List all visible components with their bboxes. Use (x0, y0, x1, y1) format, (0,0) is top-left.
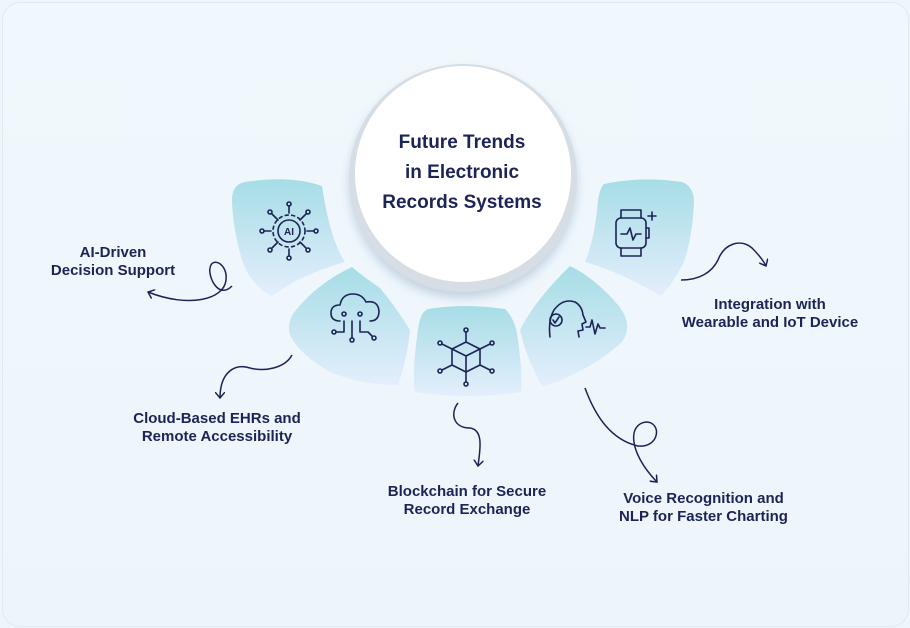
label-cloud-based-ehrs: Cloud-Based EHRs and Remote Accessibilit… (133, 410, 301, 445)
smartwatch-icon (615, 209, 657, 257)
center-title: Future Trends in Electronic Records Syst… (382, 132, 542, 213)
label-ai-driven-decision-support: AI-Driven Decision Support (50, 244, 176, 279)
label-voice-recognition: Voice Recognition and NLP for Faster Cha… (619, 490, 788, 525)
arrow-blockchain (453, 402, 480, 466)
label-blockchain: Blockchain for Secure Record Exchange (387, 483, 547, 518)
svg-text:AI: AI (284, 227, 294, 238)
label-wearable-iot: Integration with Wearable and IoT Device (681, 296, 859, 331)
blockchain-cube-icon (437, 327, 495, 387)
petal-ai (232, 179, 345, 296)
cloud-circuit-icon (330, 293, 380, 343)
petal-voice (520, 266, 628, 386)
arrow-ai (148, 261, 233, 302)
center-circle (355, 66, 571, 282)
petal-cloud (288, 267, 410, 385)
petal-wearable (585, 179, 694, 296)
voice-recognition-icon (548, 300, 606, 338)
arrow-cloud (220, 354, 293, 398)
arrow-wearable (680, 242, 766, 281)
arrow-voice (584, 387, 657, 482)
ai-chip-icon: AI (259, 201, 319, 261)
